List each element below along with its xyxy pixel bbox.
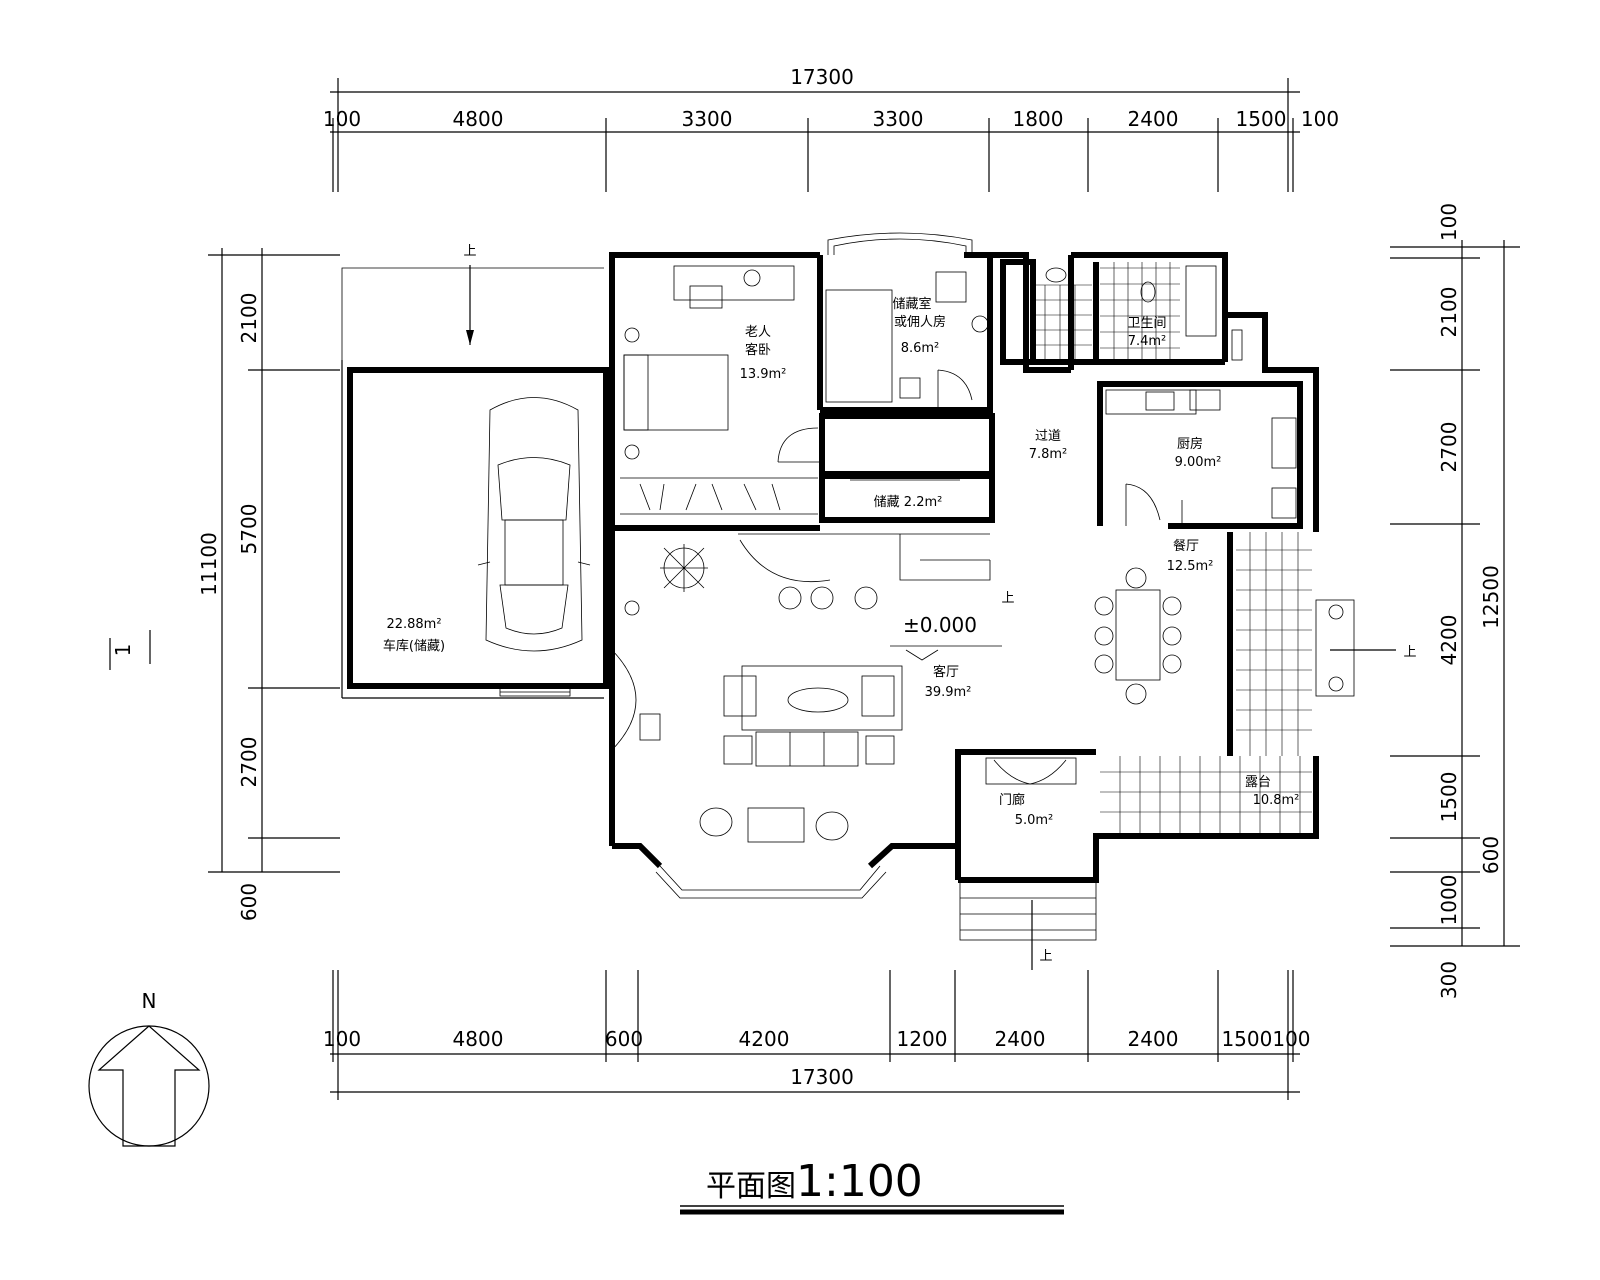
porch-up-label: 上 [1039, 949, 1052, 964]
drawing-title: 平面图1:100 [706, 1156, 923, 1207]
exterior-walls [609, 232, 1319, 899]
top-dimension-lines [330, 78, 1300, 192]
drawing-scale: 1:100 [796, 1156, 923, 1207]
kitchen [1097, 381, 1303, 529]
storage-room-name1: 储藏室 [892, 296, 931, 312]
bottom-dim-7: 2400 [1128, 1027, 1179, 1051]
right-dim-4: 4200 [1437, 615, 1461, 666]
top-dim-6: 2400 [1128, 107, 1179, 131]
terrace-area: 10.8m² [1253, 793, 1300, 808]
small-storage-name: 储藏 [874, 495, 900, 510]
top-dim-5: 1800 [1013, 107, 1064, 131]
left-dim-1: 2100 [237, 293, 261, 344]
top-dim-7: 1500 [1236, 107, 1287, 131]
right-dim-8: 600 [1479, 836, 1503, 874]
left-dimension-lines [208, 248, 340, 873]
left-dim-2: 5700 [237, 504, 261, 555]
section-mark-number: 1 [111, 644, 135, 657]
north-label: N [142, 989, 157, 1013]
porch-area: 5.0m² [1015, 813, 1054, 828]
dining-room [1094, 532, 1233, 756]
right-dim-3: 2700 [1437, 422, 1461, 473]
top-dim-2: 4800 [453, 107, 504, 131]
porch-name: 门廊 [999, 792, 1025, 808]
elder-bedroom-name2: 客卧 [745, 342, 771, 358]
left-dim-4: 600 [237, 883, 261, 921]
small-storage [819, 413, 995, 523]
bottom-dim-4: 4200 [739, 1027, 790, 1051]
storage-room [820, 255, 993, 413]
corridor-area: 7.8m² [1029, 447, 1068, 462]
terrace-name: 露台 [1245, 775, 1271, 790]
dining-name: 餐厅 [1173, 538, 1199, 554]
bathroom-name: 卫生间 [1127, 316, 1166, 331]
terrace [1100, 532, 1396, 836]
bottom-dim-8: 1500100 [1221, 1027, 1310, 1051]
left-dim-3: 2700 [237, 737, 261, 788]
bottom-dim-2: 4800 [453, 1027, 504, 1051]
elder-bedroom-name1: 老人 [745, 325, 771, 340]
bottom-dimension-lines [330, 970, 1300, 1100]
kitchen-area: 9.00m² [1175, 455, 1222, 470]
left-total-dimension: 11100 [197, 532, 221, 596]
drawing-title-name: 平面图 [706, 1169, 796, 1204]
stair-up-label: 上 [1001, 591, 1014, 606]
bottom-dim-5: 1200 [897, 1027, 948, 1051]
bathroom [1000, 259, 1243, 365]
garage-area: 22.88m² [386, 617, 441, 632]
storage-room-area: 8.6m² [901, 341, 940, 356]
small-storage-area: 2.2m² [904, 495, 943, 510]
elder-bedroom [612, 255, 823, 531]
top-dim-8: 100 [1301, 107, 1339, 131]
right-dim-5: 1500 [1437, 772, 1461, 823]
north-arrow [88, 1025, 210, 1147]
right-dimension-lines [1390, 240, 1520, 947]
right-dim-7: 300 [1437, 961, 1461, 999]
right-total-dimension: 12500 [1479, 565, 1503, 629]
elder-bedroom-area: 13.9m² [740, 367, 787, 382]
kitchen-name: 厨房 [1177, 436, 1203, 452]
garage-name: 车库(储藏) [383, 638, 445, 654]
garage-up-label: 上 [463, 244, 476, 259]
right-dim-6: 1000 [1437, 875, 1461, 926]
small-storage-label: 储藏 2.2m² [874, 495, 943, 510]
storage-room-name2: 或佣人房 [894, 314, 946, 330]
elevation-mark: ±0.000 [903, 613, 977, 637]
right-dim-2: 2100 [1437, 287, 1461, 338]
bottom-dim-6: 2400 [995, 1027, 1046, 1051]
top-dim-1: 100 [323, 107, 361, 131]
bathroom-area: 7.4m² [1128, 334, 1167, 349]
top-total-dimension: 17300 [790, 65, 854, 89]
living-room [611, 533, 1002, 843]
car-symbol [477, 397, 591, 652]
corridor-name: 过道 [1035, 429, 1061, 444]
porch [955, 749, 1097, 970]
right-dim-1: 100 [1437, 203, 1461, 241]
top-dim-4: 3300 [873, 107, 924, 131]
living-area: 39.9m² [925, 685, 972, 700]
terrace-up-label: 上 [1403, 645, 1416, 660]
section-mark [109, 630, 151, 670]
garage [341, 265, 609, 699]
dining-area: 12.5m² [1167, 559, 1214, 574]
living-name: 客厅 [933, 664, 959, 680]
top-dim-3: 3300 [682, 107, 733, 131]
bottom-total-dimension: 17300 [790, 1065, 854, 1089]
bottom-dim-1: 100 [323, 1027, 361, 1051]
bottom-dim-3: 600 [605, 1027, 643, 1051]
